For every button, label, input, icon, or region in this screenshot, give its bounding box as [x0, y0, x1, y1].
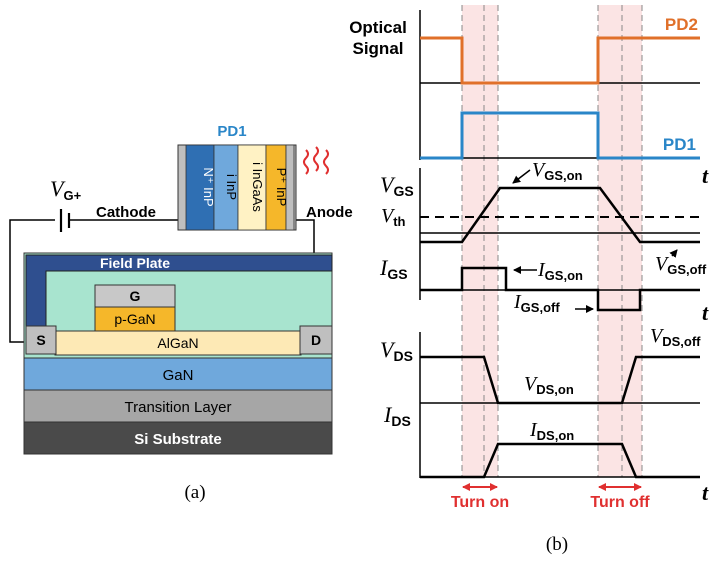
substrate-label: Si Substrate [134, 431, 222, 448]
vgs-on-label: VGS,on [532, 159, 583, 183]
gan-layer [23, 357, 333, 391]
substrate-layer [23, 421, 333, 455]
i-inp-layer [213, 144, 239, 231]
vds-waveform [420, 355, 700, 405]
pd2-waveform [420, 36, 700, 85]
igs-axis-label: IGS [379, 255, 408, 282]
panel-b-timing: Optical Signal PD2 PD1 t VGS Vth VGS,on … [349, 5, 709, 555]
time-label-optical: t [702, 163, 709, 188]
gan-label: GaN [163, 367, 194, 384]
light-wave-icon [303, 146, 329, 175]
battery-symbol [59, 209, 71, 232]
vds-axis-label: VDS [380, 337, 413, 364]
pd1-waveform-label: PD1 [663, 135, 696, 154]
i-inp-label: i InP [224, 174, 239, 200]
vds-off-label: VDS,off [650, 325, 701, 349]
source-contact [25, 325, 57, 355]
pgan-label: p-GaN [114, 311, 155, 327]
vgs-axis-label: VGS [380, 172, 414, 199]
pd1-waveform [420, 111, 700, 160]
n-inp-label: N⁺ InP [201, 167, 216, 206]
algan-layer [54, 330, 302, 356]
vgs-off-label: VGS,off [655, 253, 707, 277]
field-plate-label: Field Plate [100, 255, 170, 271]
vgs-off-arrow [669, 249, 678, 258]
optical-signal-label-line2: Signal [352, 39, 403, 58]
vth-label: Vth [381, 205, 406, 229]
panel-a-device: VG+ Cathode Anode PD1 N⁺ InP i InP i InG… [9, 123, 353, 503]
pd2-label: PD2 [665, 15, 698, 34]
i-ingaas-label: i InGaAs [250, 162, 265, 212]
transition-layer [23, 389, 333, 423]
pd1-title: PD1 [217, 123, 246, 140]
turn-off-window [598, 5, 642, 477]
caption-b: (b) [546, 534, 568, 555]
n-inp-layer [185, 144, 215, 231]
pgan-layer [94, 306, 176, 332]
turn-on-window [462, 5, 498, 477]
vgs-on-arrow [512, 169, 531, 184]
vds-on-label: VDS,on [524, 373, 574, 397]
cathode-label: Cathode [96, 204, 156, 221]
time-label-drain: t [702, 480, 709, 505]
source-wire [9, 219, 55, 343]
turn-off-label: Turn off [590, 494, 650, 511]
anode-label: Anode [306, 204, 353, 221]
vgs-waveform [420, 186, 700, 244]
time-label-gate: t [702, 300, 709, 325]
drain-contact [299, 325, 333, 355]
gate-label: G [130, 288, 141, 304]
ids-waveform [420, 442, 700, 479]
gate-voltage-label: VG+ [50, 176, 82, 203]
igs-on-label: IGS,on [537, 259, 583, 283]
igs-waveform [420, 266, 700, 312]
drain-label: D [311, 332, 321, 348]
ids-axis-label: IDS [383, 402, 411, 429]
caption-a: (a) [184, 482, 205, 503]
source-label: S [36, 332, 45, 348]
turn-on-label: Turn on [451, 494, 509, 511]
p-inp-label: P⁺ InP [274, 168, 289, 207]
pd1-photodiode: PD1 N⁺ InP i InP i InGaAs P⁺ InP [177, 123, 329, 231]
algan-label: AlGaN [157, 335, 198, 351]
transition-label: Transition Layer [125, 399, 232, 416]
ids-on-label: IDS,on [529, 419, 574, 443]
optical-signal-label-line1: Optical [349, 18, 407, 37]
igs-off-label: IGS,off [513, 291, 560, 315]
hemt-structure: Field Plate G p-GaN AlGaN S D GaN Transi… [23, 252, 333, 455]
